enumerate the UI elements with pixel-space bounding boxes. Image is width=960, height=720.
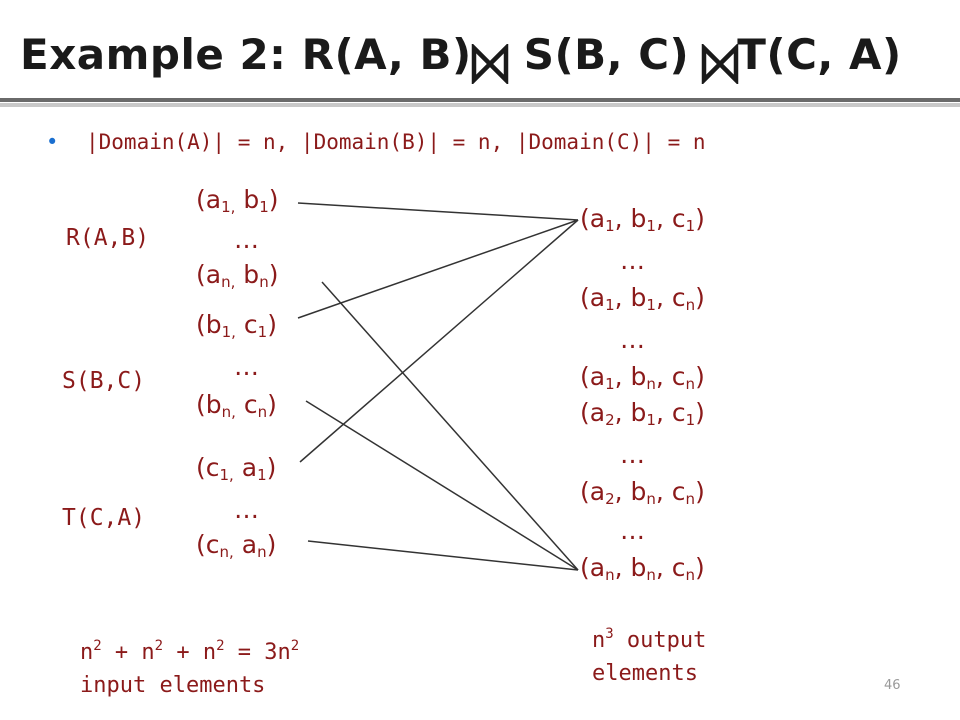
tuple-s-last: (bn, cn) (196, 390, 277, 421)
connector-t1-out1 (299, 219, 579, 463)
domain-sizes: |Domain(A)| = n, |Domain(B)| = n, |Domai… (86, 130, 706, 154)
tuple-r-last: (an, bn) (196, 260, 279, 291)
output-count-label: elements (592, 661, 698, 686)
connector-s1-out1 (297, 219, 579, 319)
ellipsis: … (234, 352, 259, 381)
output-tuple: (a1, bn, cn) (580, 362, 705, 393)
output-tuple: (a1, b1, c1) (580, 204, 705, 235)
ellipsis: … (620, 440, 645, 469)
slide-title: Example 2: R(A, B) S(B, C) T(C, A) (20, 30, 902, 79)
output-tuple: (a1, b1, cn) (580, 283, 705, 314)
input-count-formula: n2 + n2 + n2 = 3n2 (80, 638, 300, 665)
ellipsis: … (620, 516, 645, 545)
page-number: 46 (884, 678, 901, 693)
domain-sizes-text: |Domain(A)| = n, |Domain(B)| = n, |Domai… (86, 130, 706, 154)
tuple-t-first: (c1, a1) (196, 453, 277, 484)
relation-label-t: T(C,A) (62, 505, 146, 531)
natural-join-icon (701, 44, 739, 84)
relation-label-s: S(B,C) (62, 368, 146, 394)
output-tuple: (a2, b1, c1) (580, 398, 705, 429)
connector-r1-out1 (297, 202, 579, 221)
output-count-note: n3 output elements (592, 618, 706, 690)
relation-label-r: R(A,B) (66, 225, 150, 251)
title-part-r: Example 2: R(A, B) (20, 30, 472, 79)
connector-tn-outn (307, 540, 579, 571)
title-part-t: T(C, A) (737, 30, 902, 79)
ellipsis: … (620, 246, 645, 275)
input-count-label: input elements (80, 673, 266, 698)
output-count-formula: n3 output (592, 626, 707, 653)
output-tuple: (an, bn, cn) (580, 553, 705, 584)
ellipsis: … (620, 325, 645, 354)
title-part-s: S(B, C) (523, 30, 690, 79)
natural-join-icon (471, 44, 509, 84)
connector-rn-outn (321, 281, 579, 571)
title-divider (0, 98, 960, 102)
input-count-note: n2 + n2 + n2 = 3n2 input elements (80, 630, 299, 702)
connector-sn-outn (305, 400, 579, 571)
tuple-s-first: (b1, c1) (196, 310, 277, 341)
title-divider-shadow (0, 103, 960, 107)
tuple-t-last: (cn, an) (196, 530, 277, 561)
tuple-r-first: (a1, b1) (196, 185, 279, 216)
bullet-icon: • (46, 130, 59, 154)
output-tuple: (a2, bn, cn) (580, 477, 705, 508)
ellipsis: … (234, 495, 259, 524)
ellipsis: … (234, 225, 259, 254)
